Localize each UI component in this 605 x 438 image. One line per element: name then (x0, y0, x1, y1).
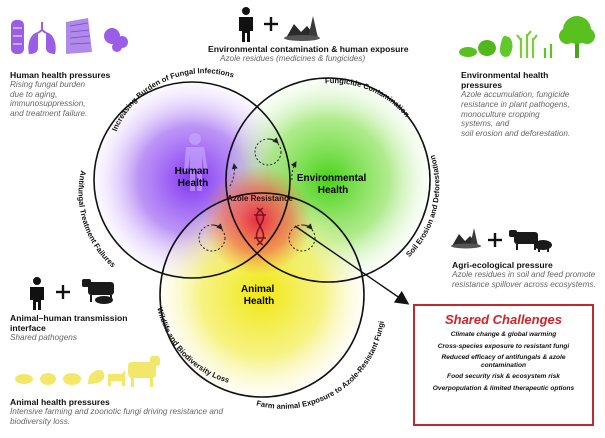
animal-human-title: interface (10, 323, 46, 334)
agri-pressure-title: Agri-ecological pressure (452, 260, 553, 270)
organ-icons (11, 18, 128, 54)
env-pressures-title: Environmental health (461, 70, 549, 80)
animal-pressures-block: Animal health pressures Intensive farmin… (10, 397, 223, 426)
shared-challenges-box: Shared Challenges Climate change & globa… (413, 304, 594, 426)
large-cow-icon (128, 356, 160, 387)
wheat-icon (516, 30, 538, 58)
animal-pressures-title: Animal health pressures (10, 397, 110, 407)
challenge-item: Overpopulation & limited therapeutic opt… (432, 384, 575, 392)
cow-icon (82, 279, 114, 304)
human-pressures-block: Human health pressures Rising fungal bur… (10, 70, 110, 119)
cat-icon (15, 374, 33, 384)
animal-human-title: Animal–human transmission (10, 313, 128, 323)
lungs-icon (28, 22, 56, 54)
tree-icon (559, 16, 595, 58)
cow-pig-icon (509, 230, 552, 252)
center-overlap (203, 165, 313, 275)
human-pressures-line: immunosuppression, (10, 99, 86, 109)
shared-challenges-list: Climate change & global warming Cross-sp… (415, 331, 592, 392)
env-pressures-line: resistance in plant pathogens, (461, 99, 570, 109)
top-person-icon (239, 7, 253, 42)
shared-challenges-title: Shared Challenges (444, 312, 563, 327)
challenge-item: Climate change & global warming (450, 331, 557, 338)
agri-landscape-icon (451, 228, 481, 249)
top-center-title: Environmental contamination & human expo… (208, 44, 409, 54)
env-pressures-line: soil erosion and deforestation. (461, 128, 571, 138)
top-center-subtitle: Azole residues (medicines & fungicides) (220, 54, 366, 64)
challenge-item: Food security risk & ecosystem risk (447, 373, 560, 381)
human-pressures-line: and treatment failure. (10, 109, 88, 119)
bacteria-icon (104, 28, 128, 52)
env-pressures-line: systems, and (461, 119, 510, 129)
env-pressures-line: Azole accumulation, fungicide (461, 90, 570, 100)
left-plus-icon (56, 285, 70, 299)
agri-plus-icon (488, 233, 502, 247)
lettuce-icon (478, 40, 496, 56)
env-pressures-title: pressures (461, 80, 503, 91)
sheep-icon (63, 373, 81, 385)
agri-pressure-block: Agri-ecological pressure Azole residues … (452, 260, 596, 289)
animal-human-subtitle: Shared pathogens (10, 333, 77, 343)
animal-pressures-line: Intensive farming and zoonotic fungi dri… (10, 407, 223, 417)
challenge-item: Reduced efficacy of antifungals & azole … (441, 354, 566, 369)
agri-pressure-line: resistance spillover across ecosystems. (452, 279, 596, 289)
intestine-icon (11, 20, 24, 54)
plant-icons (459, 16, 595, 58)
human-pressures-title: Human health pressures (10, 70, 111, 80)
eggplant-icon (459, 47, 477, 57)
agri-pressure-line: Azole residues in soil and feed promote (452, 270, 596, 280)
azole-resistance-label: Azole Resistance (227, 194, 293, 203)
pepper-icon (499, 36, 513, 57)
human-health-label: Human Health (175, 166, 212, 189)
animal-pressures-line: biodiversity loss. (10, 416, 71, 426)
human-pressures-line: Rising fungal burden (10, 80, 86, 90)
skin-icon (66, 18, 92, 54)
animal-health-label: Animal Health (241, 284, 277, 307)
environmental-health-label: Environmental Health (297, 173, 369, 196)
human-pressures-line: due to aging, (10, 89, 58, 99)
landscape-icon (284, 16, 320, 41)
chicken-icon (40, 373, 56, 385)
animal-human-block: Animal–human transmission interface Shar… (10, 313, 127, 343)
person-icon (30, 277, 44, 310)
dna-helix-icon (254, 207, 266, 246)
challenge-item: Cross-species exposure to resistant fung… (437, 342, 570, 350)
arrow-to-shared-challenges (294, 225, 410, 305)
rooster-icon (88, 370, 105, 384)
human-body-silhouette-icon (184, 133, 208, 191)
env-pressures-line: monoculture cropping (461, 109, 540, 119)
env-pressures-block: Environmental health pressures Azole acc… (461, 70, 570, 139)
animal-icons (15, 356, 160, 387)
goat-icon (108, 370, 125, 386)
top-center-block: Environmental contamination & human expo… (208, 44, 409, 64)
top-plus-icon (264, 17, 278, 31)
